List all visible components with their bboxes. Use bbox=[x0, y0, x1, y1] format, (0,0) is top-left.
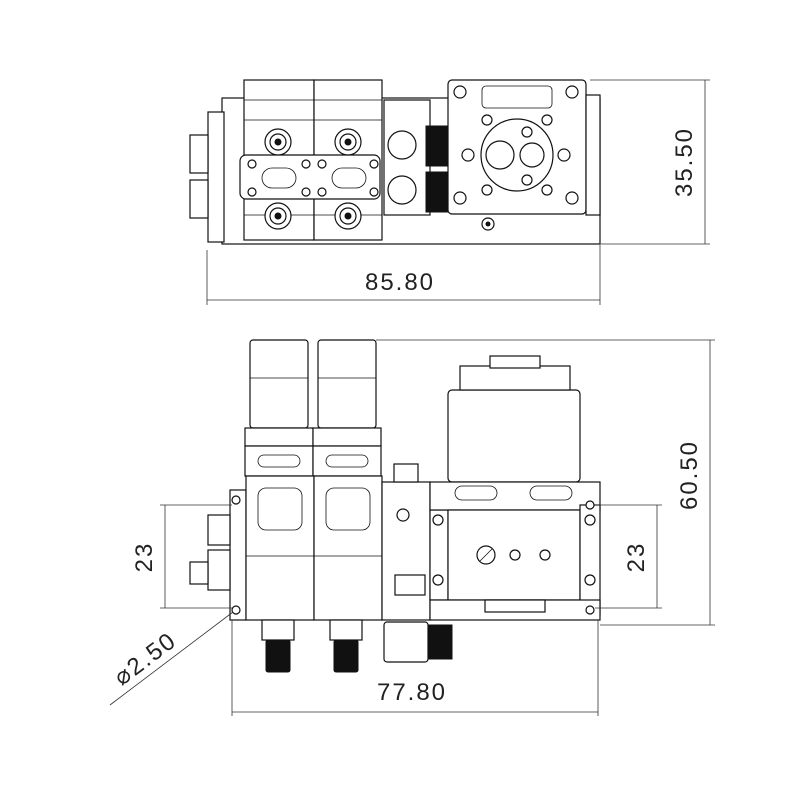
top-view bbox=[189, 79, 601, 245]
top-view-dimensions: 85.80 35.50 bbox=[206, 79, 710, 305]
fitting-icons bbox=[247, 128, 379, 230]
front-view bbox=[189, 339, 601, 673]
left-spacing-dimension: 23 bbox=[131, 542, 158, 573]
top-height-dimension: 35.50 bbox=[671, 127, 698, 197]
front-width-dimension: 77.80 bbox=[377, 679, 447, 706]
right-spacing-dimension: 23 bbox=[623, 542, 650, 573]
front-height-dimension: 60.50 bbox=[676, 440, 703, 510]
top-width-dimension: 85.80 bbox=[365, 269, 435, 296]
